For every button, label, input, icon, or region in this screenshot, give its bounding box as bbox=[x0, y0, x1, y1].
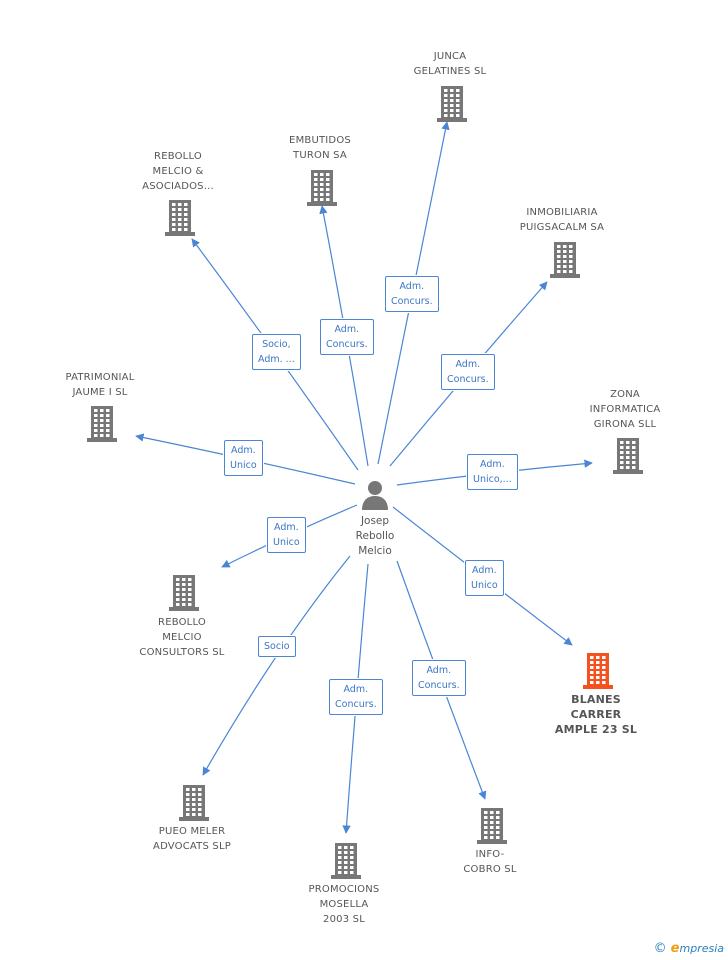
brand-logo-text: mpresia bbox=[679, 942, 724, 955]
edge-label-line: Adm. bbox=[399, 281, 425, 292]
company-name-line: MELCIO & bbox=[152, 165, 204, 177]
edge-label-junca[interactable]: Adm. Concurs. bbox=[385, 276, 439, 312]
company-name-line: ASOCIADOS... bbox=[142, 180, 214, 192]
edge-label-zona[interactable]: Adm. Unico,... bbox=[467, 454, 518, 490]
company-name-line: REBOLLO bbox=[154, 150, 202, 162]
company-node-pueo[interactable]: PUEO MELER ADVOCATS SLP bbox=[127, 824, 257, 854]
company-name-line: MOSELLA bbox=[319, 898, 369, 910]
edge-label-line: Concurs. bbox=[326, 339, 368, 350]
building-icon[interactable] bbox=[613, 438, 643, 474]
edge-label-line: Concurs. bbox=[418, 680, 460, 691]
edge-label-pueo[interactable]: Socio bbox=[258, 636, 296, 657]
company-name-line: REBOLLO bbox=[158, 616, 206, 628]
company-name-line: CONSULTORS SL bbox=[139, 646, 225, 658]
building-icon[interactable] bbox=[550, 242, 580, 278]
edge-label-line: Adm. bbox=[426, 665, 452, 676]
edge-label-promocions[interactable]: Adm. Concurs. bbox=[329, 679, 383, 715]
edge-label-line: Unico bbox=[273, 537, 300, 548]
company-name-line: PUIGSACALM SA bbox=[519, 222, 605, 233]
company-name-line: TURON SA bbox=[293, 150, 347, 161]
edge-label-line: Unico bbox=[230, 460, 257, 471]
building-icon[interactable] bbox=[307, 170, 337, 206]
company-name-line: INMOBILIARIA bbox=[526, 207, 598, 218]
company-name-line: INFORMATICA bbox=[589, 403, 661, 415]
company-name-line: 2003 SL bbox=[323, 913, 365, 925]
building-icon[interactable] bbox=[437, 86, 467, 122]
company-node-promocions[interactable]: PROMOCIONS MOSELLA 2003 SL bbox=[279, 882, 409, 927]
company-name-line: BLANES bbox=[571, 692, 621, 706]
company-name-line: PROMOCIONS bbox=[308, 883, 380, 895]
company-name-line: AMPLE 23 SL bbox=[554, 722, 638, 736]
company-node-rebollo-cons[interactable]: REBOLLO MELCIO CONSULTORS SL bbox=[117, 615, 247, 660]
company-name-line: GELATINES SL bbox=[413, 66, 487, 77]
center-name-line: Josep bbox=[360, 515, 390, 527]
company-name-line: PATRIMONIAL bbox=[65, 372, 135, 383]
edge-label-line: Adm. bbox=[480, 459, 505, 470]
edge-label-line: Adm. bbox=[231, 445, 256, 456]
brand-logo-e: e bbox=[670, 941, 680, 956]
edge-label-line: Concurs. bbox=[335, 699, 377, 710]
company-name-line: INFO- bbox=[475, 849, 505, 860]
building-icon[interactable] bbox=[169, 575, 199, 611]
edge-label-rebollo-cons[interactable]: Adm. Unico bbox=[267, 517, 306, 553]
edge-pueo bbox=[202, 555, 351, 776]
company-name-line: JAUME I SL bbox=[72, 387, 128, 398]
company-name-line: PUEO MELER bbox=[158, 826, 226, 837]
edge-label-inmobiliaria[interactable]: Adm. Concurs. bbox=[441, 354, 495, 390]
company-name-line: MELCIO bbox=[162, 631, 202, 643]
building-icon[interactable] bbox=[179, 785, 209, 821]
company-name-line: COBRO SL bbox=[463, 864, 517, 875]
company-name-line: ADVOCATS SLP bbox=[153, 841, 231, 852]
company-node-junca[interactable]: JUNCA GELATINES SL bbox=[385, 49, 515, 79]
edge-label-line: Adm. bbox=[343, 684, 369, 695]
edge-label-rebollo-asoc[interactable]: Socio, Adm. ... bbox=[252, 334, 301, 370]
edge-label-line: Socio bbox=[264, 641, 290, 652]
center-name-line: Melcio bbox=[358, 545, 392, 557]
building-icon[interactable] bbox=[583, 653, 613, 689]
company-node-rebollo-asoc[interactable]: REBOLLO MELCIO & ASOCIADOS... bbox=[113, 149, 243, 194]
company-node-zona[interactable]: ZONA INFORMATICA GIRONA SLL bbox=[560, 387, 690, 432]
edge-label-blanes[interactable]: Adm. Unico bbox=[465, 560, 504, 596]
copyright-symbol: © bbox=[653, 941, 667, 956]
company-node-infocobro[interactable]: INFO- COBRO SL bbox=[425, 847, 555, 877]
company-name-line: JUNCA bbox=[433, 51, 467, 62]
company-node-inmobiliaria[interactable]: INMOBILIARIA PUIGSACALM SA bbox=[497, 205, 627, 235]
edge-label-line: Adm. bbox=[334, 324, 360, 335]
center-person-label[interactable]: Josep Rebollo Melcio bbox=[325, 514, 425, 559]
edge-label-line: Adm. bbox=[274, 522, 299, 533]
company-name-line: CARRER bbox=[570, 707, 622, 721]
edge-label-line: Concurs. bbox=[391, 296, 433, 307]
company-name-line: GIRONA SLL bbox=[593, 418, 657, 430]
company-name-line: ZONA bbox=[610, 388, 640, 400]
edge-label-embutidos[interactable]: Adm. Concurs. bbox=[320, 319, 374, 355]
building-icon[interactable] bbox=[87, 406, 117, 442]
company-node-patrimonial[interactable]: PATRIMONIAL JAUME I SL bbox=[35, 370, 165, 400]
company-node-embutidos[interactable]: EMBUTIDOS TURON SA bbox=[255, 133, 385, 163]
edge-label-line: Socio, bbox=[262, 339, 291, 350]
edge-label-line: Adm. bbox=[455, 359, 481, 370]
edge-label-line: Unico bbox=[471, 580, 498, 591]
copyright-footer[interactable]: ©empresia bbox=[654, 941, 724, 956]
person-icon[interactable] bbox=[361, 480, 389, 510]
edge-label-line: Unico,... bbox=[473, 474, 512, 485]
building-icon[interactable] bbox=[477, 808, 507, 844]
building-icon[interactable] bbox=[165, 200, 195, 236]
edge-label-line: Adm. ... bbox=[258, 354, 295, 365]
edge-label-line: Concurs. bbox=[447, 374, 489, 385]
building-icon[interactable] bbox=[331, 843, 361, 879]
edge-label-infocobro[interactable]: Adm. Concurs. bbox=[412, 660, 466, 696]
edge-label-line: Adm. bbox=[472, 565, 497, 576]
center-name-line: Rebollo bbox=[355, 530, 395, 542]
edge-label-patrimonial[interactable]: Adm. Unico bbox=[224, 440, 263, 476]
company-name-line: EMBUTIDOS bbox=[289, 135, 351, 146]
